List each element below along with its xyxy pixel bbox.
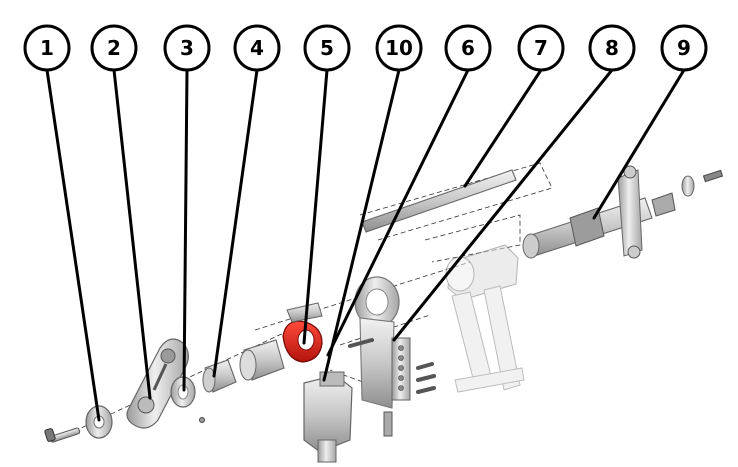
set-screw bbox=[199, 417, 205, 423]
callout-bubble bbox=[444, 24, 492, 72]
part-4-sleeves bbox=[202, 339, 285, 393]
callout-label: 2 bbox=[107, 36, 121, 60]
callout-9: 9 bbox=[660, 24, 708, 72]
part-8-terminal-strip bbox=[348, 337, 436, 437]
callout-1: 1 bbox=[23, 24, 71, 72]
lever-hole-top bbox=[160, 348, 176, 364]
leader-6 bbox=[326, 68, 470, 357]
callout-label: 3 bbox=[180, 36, 194, 60]
strip-pin bbox=[398, 375, 404, 381]
small-sleeve-end bbox=[202, 367, 216, 393]
callout-7: 7 bbox=[517, 24, 565, 72]
callout-8: 8 bbox=[588, 24, 636, 72]
rod-body bbox=[361, 169, 517, 233]
callout-bubble bbox=[303, 24, 351, 72]
callout-label: 9 bbox=[677, 36, 691, 60]
callout-label: 10 bbox=[385, 36, 413, 60]
leader-2 bbox=[112, 68, 152, 400]
leader-10 bbox=[322, 68, 401, 382]
part-3-bushing bbox=[170, 376, 205, 423]
callout-label: 7 bbox=[534, 36, 548, 60]
callout-label: 4 bbox=[250, 36, 264, 60]
block-stem bbox=[317, 439, 337, 463]
motor-face bbox=[445, 256, 475, 292]
callout-label: 1 bbox=[40, 36, 54, 60]
callout-label: 5 bbox=[320, 36, 334, 60]
leader-9 bbox=[592, 68, 686, 220]
callout-bubble bbox=[588, 24, 636, 72]
end-washer bbox=[681, 175, 695, 197]
end-bolt bbox=[702, 169, 724, 183]
ring-inner bbox=[365, 288, 389, 316]
strip-pin bbox=[398, 345, 404, 351]
strip-pin bbox=[398, 365, 404, 371]
callout-6: 6 bbox=[444, 24, 492, 72]
cylinder-mount bbox=[617, 169, 643, 257]
callout-5: 5 bbox=[303, 24, 351, 72]
callout-2: 2 bbox=[90, 24, 138, 72]
lever-slot bbox=[152, 363, 168, 391]
strip-pin bbox=[398, 385, 404, 391]
leader-7 bbox=[463, 68, 543, 188]
callout-3: 3 bbox=[163, 24, 211, 72]
clamp-cap bbox=[286, 302, 323, 323]
callout-bubble bbox=[660, 24, 708, 72]
callout-bubble bbox=[163, 24, 211, 72]
part-6-valve-block bbox=[303, 371, 353, 463]
callout-10: 10 bbox=[375, 24, 423, 72]
callout-label: 8 bbox=[605, 36, 619, 60]
part-9-cylinder bbox=[522, 165, 724, 259]
callout-4: 4 bbox=[233, 24, 281, 72]
bolt-head bbox=[44, 428, 56, 442]
lever-hole-bottom bbox=[137, 396, 155, 414]
screw bbox=[416, 386, 436, 394]
stand-leg-right bbox=[483, 285, 521, 391]
part-2-lever-arm bbox=[126, 338, 189, 429]
leader-4 bbox=[212, 68, 259, 378]
part-5-red-clamp bbox=[282, 302, 323, 363]
part-7-rod bbox=[361, 169, 517, 233]
callout-bubble bbox=[233, 24, 281, 72]
leader-1 bbox=[45, 68, 101, 422]
callout-bubble bbox=[375, 24, 423, 72]
rod-axis-box bbox=[359, 162, 553, 241]
strip-post bbox=[383, 411, 393, 437]
callout-bubble bbox=[23, 24, 71, 72]
callout-bubble bbox=[90, 24, 138, 72]
screw bbox=[348, 338, 374, 348]
callout-label: 6 bbox=[461, 36, 475, 60]
cylinder-axis-box bbox=[424, 214, 521, 263]
callout-leaders bbox=[45, 68, 686, 422]
screw bbox=[416, 374, 436, 382]
part-10-ring-bracket bbox=[354, 276, 400, 409]
cylinder-collar bbox=[569, 207, 605, 247]
leader-5 bbox=[302, 68, 329, 345]
leader-8 bbox=[392, 68, 614, 342]
cylinder-end bbox=[522, 233, 540, 259]
bracket-plate bbox=[359, 317, 395, 409]
large-sleeve-end bbox=[239, 349, 257, 381]
mount-ear-bottom bbox=[627, 245, 641, 259]
screw bbox=[416, 362, 434, 370]
stand-base bbox=[454, 367, 525, 393]
mount-ear-top bbox=[623, 165, 637, 179]
leader-3 bbox=[182, 68, 189, 392]
motor-stand-assembly bbox=[445, 244, 525, 393]
stand-leg-left bbox=[451, 291, 493, 387]
callout-bubble bbox=[517, 24, 565, 72]
part-1-bolt-washer bbox=[44, 405, 113, 443]
strip-pin bbox=[398, 355, 404, 361]
cylinder-cap bbox=[651, 192, 676, 217]
